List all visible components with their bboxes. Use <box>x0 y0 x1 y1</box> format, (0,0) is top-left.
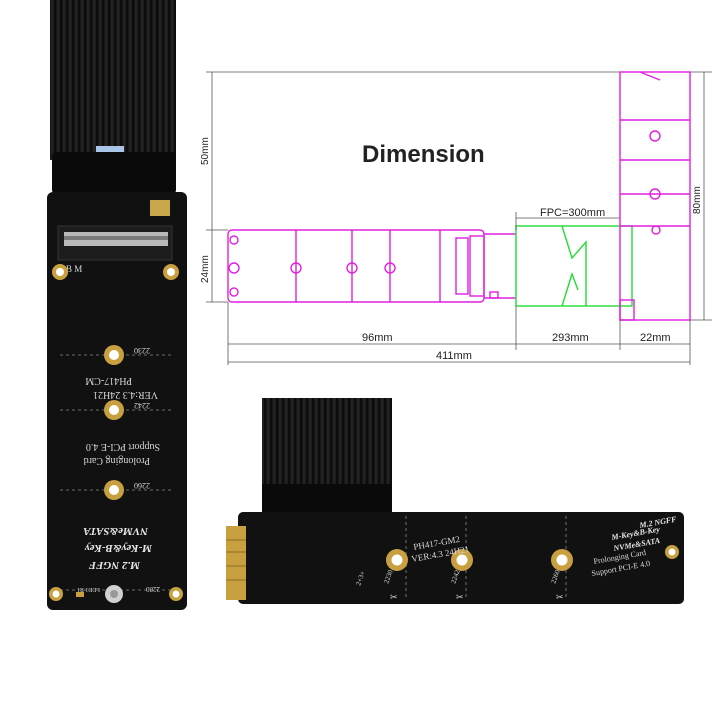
hboard-end-hole <box>665 545 679 559</box>
gold-finger-notches <box>226 539 246 581</box>
fpc-outline <box>515 225 633 307</box>
connector-stub <box>484 233 516 299</box>
dim-24mm: 24mm <box>200 255 211 283</box>
horizontal-riser-card: 2230 2242 2260 2+3+ PH417-GM2 VER:4.3 24… <box>226 398 684 604</box>
dim-22mm: 22mm <box>640 332 671 344</box>
corner-hole-left <box>52 264 68 280</box>
slot-latch <box>150 200 170 216</box>
standoff-2260 <box>104 480 124 500</box>
vboard-nvme: NVMe&SATA <box>83 525 149 537</box>
corner-hole-right <box>163 264 179 280</box>
vertical-riser-card: B M 2230 2242 PH417-CM VER:4.3 24H21 Sup… <box>47 0 187 610</box>
vboard-led: LED1 R1 <box>77 586 100 592</box>
cable-sleeve <box>52 152 176 194</box>
vboard-version: VER:4.3 24H21 <box>93 389 158 400</box>
scissor-icon: ✂ <box>456 592 464 602</box>
bottom-hole-left <box>49 587 63 601</box>
card-outline <box>227 229 485 303</box>
vertical-ribbon-cable <box>50 0 176 160</box>
vboard-prolonging: Prolonging Card <box>84 455 150 466</box>
hboard-standoff-2260 <box>551 549 573 571</box>
vboard-mkey: M-Key&B-Key <box>85 542 153 554</box>
standoff-2230 <box>104 345 124 365</box>
dim-96mm: 96mm <box>362 332 393 344</box>
dim-411mm: 411mm <box>436 350 472 362</box>
mark-2242: 2242 <box>134 401 150 410</box>
dim-293mm: 293mm <box>552 332 589 344</box>
vboard-ngff: M.2 NGFF <box>88 559 141 571</box>
slot-key-label: B M <box>66 264 82 274</box>
led-component <box>76 592 84 597</box>
mark-2260: 2260 <box>134 481 150 490</box>
diagram-title: Dimension <box>362 141 485 168</box>
dim-50mm: 50mm <box>200 137 211 165</box>
slot-card-outline <box>619 71 691 321</box>
mark-2230: 2230 <box>134 346 150 355</box>
scissor-icon: ✂ <box>390 592 398 602</box>
hboard-standoff-2242 <box>451 549 473 571</box>
screw-standoff <box>105 585 123 603</box>
dimension-diagram: Dimension 50mm 24mm <box>200 71 712 365</box>
standoff-2242 <box>104 400 124 420</box>
hboard-standoff-2230 <box>386 549 408 571</box>
slot-pins <box>64 232 168 246</box>
dim-fpc: FPC=300mm <box>540 207 605 219</box>
dim-80mm: 80mm <box>692 186 703 214</box>
scissor-icon: ✂ <box>556 592 564 602</box>
vboard-support: Support PCI-E 4.0 <box>86 441 160 452</box>
horizontal-ribbon-cable <box>262 398 392 492</box>
bottom-hole-right <box>169 587 183 601</box>
mark-2280: 2280 <box>146 585 161 593</box>
cable-tab <box>96 146 124 156</box>
vboard-model: PH417-CM <box>85 375 132 386</box>
gold-finger <box>226 526 246 600</box>
